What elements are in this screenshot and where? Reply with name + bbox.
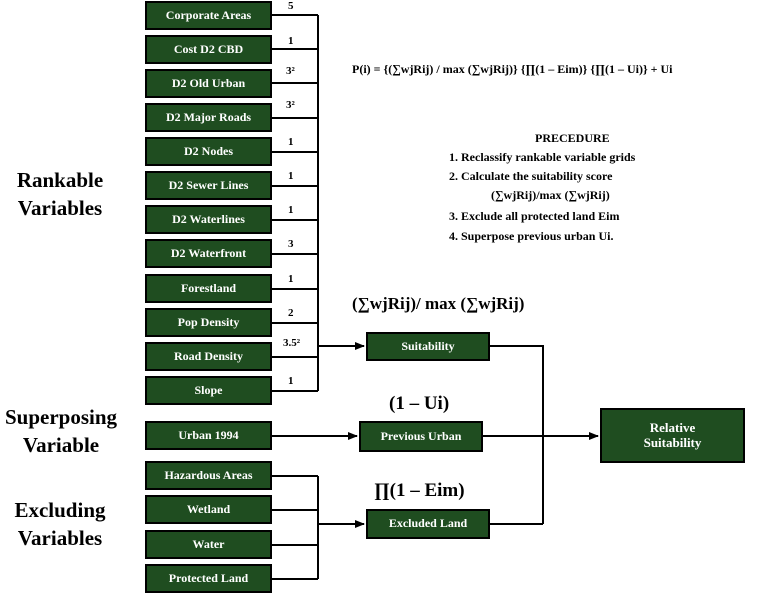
excluding-box-water: Water [145,530,272,559]
weight-d2-waterlines: 1 [288,204,294,216]
procedure-step-3: 3. Exclude all protected land Eim [449,209,620,223]
stage-box-previous-urban: Previous Urban [359,421,483,452]
rankable-box-cost-d2-cbd: Cost D2 CBD [145,35,272,64]
weight-d2-major-roads: 3² [286,99,295,111]
procedure-step-2: 2. Calculate the suitability score [449,169,613,183]
stage-box-suitability: Suitability [366,332,490,361]
probability-formula: P(i) = {(∑wjRij) / max (∑wjRij)} {∏(1 – … [352,62,673,76]
excluding-box-hazardous-areas: Hazardous Areas [145,461,272,490]
excluding-box-wetland: Wetland [145,495,272,524]
excluded-land-formula: ∏(1 – Eim) [374,480,465,501]
previous-urban-formula: (1 – Ui) [389,393,450,414]
weight-corporate-areas: 5 [288,0,294,12]
superposing-variable-label: Superposing Variable [4,405,118,457]
stage-box-excluded-land: Excluded Land [366,509,490,539]
rankable-box-d2-major-roads: D2 Major Roads [145,103,272,132]
rankable-box-corporate-areas: Corporate Areas [145,1,272,30]
rankable-variables-label: Rankable Variables [16,168,104,220]
rankable-box-d2-nodes: D2 Nodes [145,137,272,166]
weight-pop-density: 2 [288,307,294,319]
rankable-box-slope: Slope [145,376,272,405]
procedure-step-2-formula: (∑wjRij)/max (∑wjRij) [491,188,610,202]
weight-d2-waterfront: 3 [288,238,294,250]
rankable-box-forestland: Forestland [145,274,272,303]
stage-box-relative-suitability: Relative Suitability [600,408,745,463]
procedure-title: PRECEDURE [535,131,610,145]
suitability-formula: (∑wjRij)/ max (∑wjRij) [352,294,525,313]
rankable-box-d2-old-urban: D2 Old Urban [145,69,272,98]
weight-d2-old-urban: 3² [286,65,295,77]
weight-forestland: 1 [288,273,294,285]
rankable-box-pop-density: Pop Density [145,308,272,337]
rankable-box-d2-sewer-lines: D2 Sewer Lines [145,171,272,200]
weight-slope: 1 [288,375,294,387]
excluding-box-protected-land: Protected Land [145,564,272,593]
procedure-step-1: 1. Reclassify rankable variable grids [449,150,636,164]
weight-d2-sewer-lines: 1 [288,170,294,182]
rankable-box-d2-waterlines: D2 Waterlines [145,205,272,234]
rankable-box-road-density: Road Density [145,342,272,371]
excluding-variables-label: Excluding Variables [14,498,106,550]
weight-road-density: 3.5² [283,337,301,349]
procedure-step-4: 4. Superpose previous urban Ui. [449,229,614,243]
rankable-box-d2-waterfront: D2 Waterfront [145,239,272,268]
weight-cost-d2-cbd: 1 [288,35,294,47]
superposing-box-urban-1994: Urban 1994 [145,421,272,450]
weight-d2-nodes: 1 [288,136,294,148]
